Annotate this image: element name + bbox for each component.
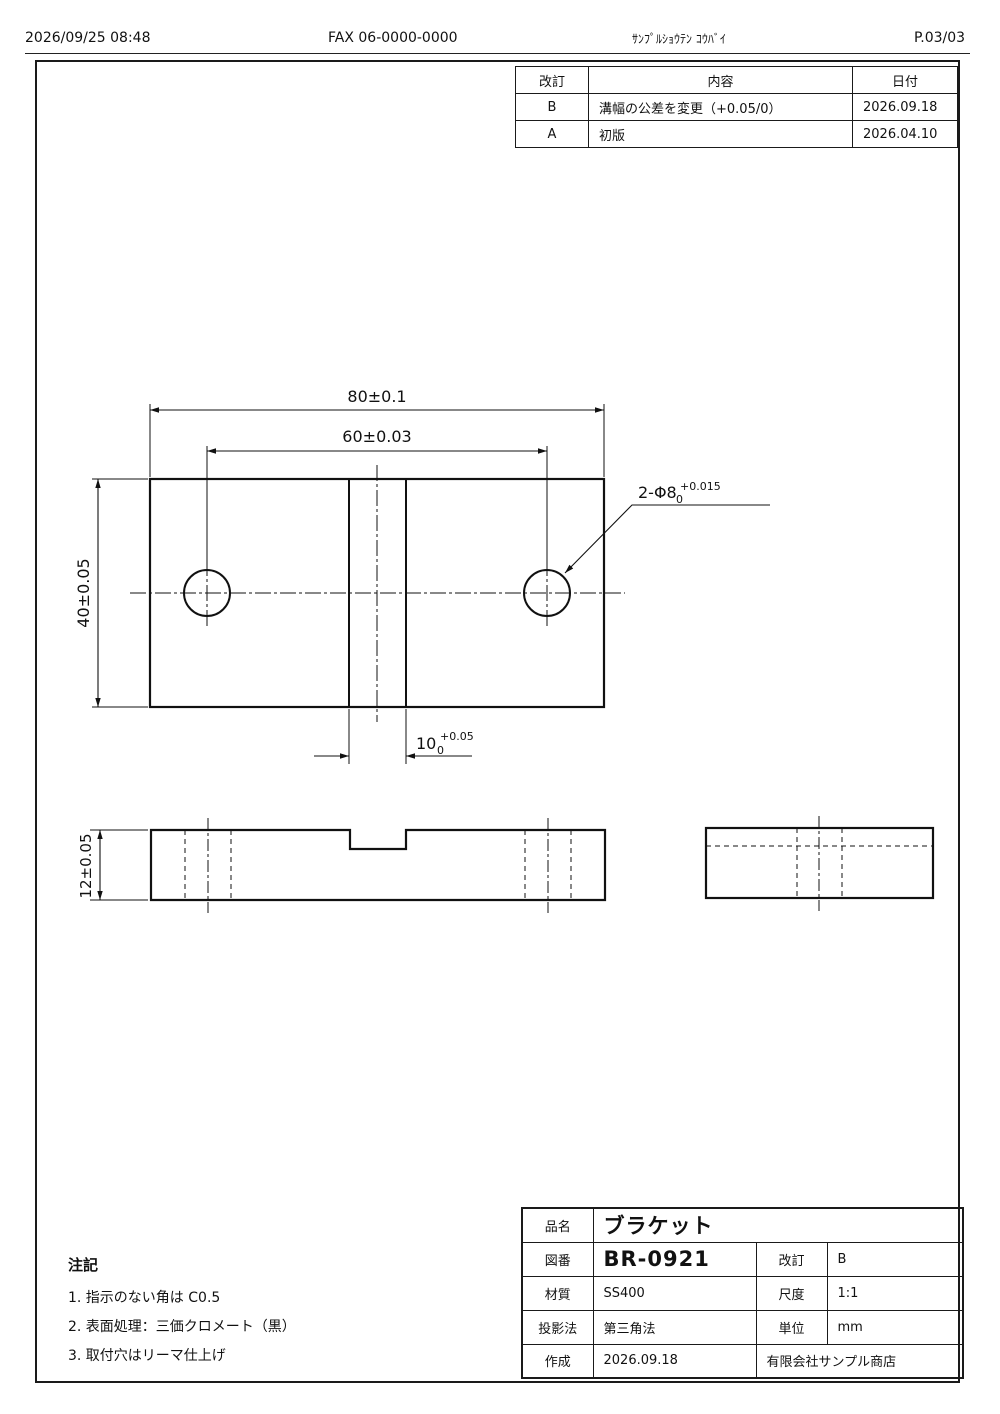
drawing-no-value: BR-0921 <box>592 1241 757 1277</box>
fax-page: P.03/03 <box>914 30 966 46</box>
revision-label: 改訂 <box>755 1241 828 1277</box>
created-value: 2026.09.18 <box>592 1343 757 1379</box>
revision-content: 溝幅の公差を変更（+0.05/0） <box>588 93 853 121</box>
revision-date: 2026.04.10 <box>852 120 958 148</box>
part-name-label: 品名 <box>521 1207 594 1243</box>
dim-thickness-text: 12±0.05 <box>77 833 95 898</box>
notes-title: 注記 <box>68 1256 99 1274</box>
revision-row: B 溝幅の公差を変更（+0.05/0） 2026.09.18 <box>515 93 958 121</box>
title-row-created: 作成 2026.09.18 有限会社サンプル商店 <box>521 1343 964 1379</box>
revision-content: 初版 <box>588 120 853 148</box>
unit-label: 単位 <box>755 1309 828 1345</box>
fax-header-rule <box>25 53 970 54</box>
notes-section: 注記 1. 指示のない角は C0.5 2. 表面処理：三価クロメート（黒） 3.… <box>68 1254 296 1374</box>
note-item: 3. 取付穴はリーマ仕上げ <box>68 1348 226 1364</box>
fax-sender: ｻﾝﾌﾟﾙｼｮｳﾃﾝ ｺｳﾊﾞｲ <box>632 32 726 46</box>
part-name-value: ブラケット <box>592 1207 964 1243</box>
title-row-drawing-no: 図番 BR-0921 改訂 B <box>521 1241 964 1277</box>
projection-label: 投影法 <box>521 1309 594 1345</box>
dim-hole-pitch-text: 60±0.03 <box>342 427 411 446</box>
revision-value: B <box>826 1241 964 1277</box>
slot-dim-lower: 0 <box>437 744 444 757</box>
company-name: 有限会社サンプル商店 <box>755 1343 964 1379</box>
title-row-material: 材質 SS400 尺度 1:1 <box>521 1275 964 1311</box>
title-block: 品名 ブラケット 図番 BR-0921 改訂 B 材質 SS400 尺度 1:1… <box>521 1207 964 1379</box>
note-item: 2. 表面処理：三価クロメート（黒） <box>68 1319 296 1335</box>
drawing-no-label: 図番 <box>521 1241 594 1277</box>
material-value: SS400 <box>592 1275 757 1311</box>
scale-value: 1:1 <box>826 1275 964 1311</box>
title-row-part-name: 品名 ブラケット <box>521 1207 964 1243</box>
slot-dim-upper: +0.05 <box>440 730 474 743</box>
hole-leader-line <box>564 504 770 574</box>
created-label: 作成 <box>521 1343 594 1379</box>
revision-row: A 初版 2026.04.10 <box>515 120 958 148</box>
fax-datetime: 2026/09/25 08:48 <box>25 30 151 46</box>
fax-number: FAX 06-0000-0000 <box>328 30 458 46</box>
dim-length-text: 80±0.1 <box>347 387 406 406</box>
drawing-frame <box>35 60 960 1383</box>
scale-label: 尺度 <box>755 1275 828 1311</box>
revision-header-date: 日付 <box>852 66 958 94</box>
revision-table: 改訂 内容 日付 B 溝幅の公差を変更（+0.05/0） 2026.09.18 … <box>515 66 958 148</box>
dim-height-text: 40±0.05 <box>74 558 93 627</box>
projection-value: 第三角法 <box>592 1309 757 1345</box>
unit-value: mm <box>826 1309 964 1345</box>
hole-note-lower: 0 <box>676 493 683 506</box>
slot-dim-main: 10 <box>416 734 436 753</box>
note-item: 1. 指示のない角は C0.5 <box>68 1290 221 1306</box>
hole-note-main: 2-Φ8 <box>638 483 677 502</box>
material-label: 材質 <box>521 1275 594 1311</box>
hole-note-upper: +0.015 <box>680 480 721 493</box>
revision-rev: B <box>515 93 589 121</box>
title-row-projection: 投影法 第三角法 単位 mm <box>521 1309 964 1345</box>
top-view-outline <box>149 828 607 902</box>
